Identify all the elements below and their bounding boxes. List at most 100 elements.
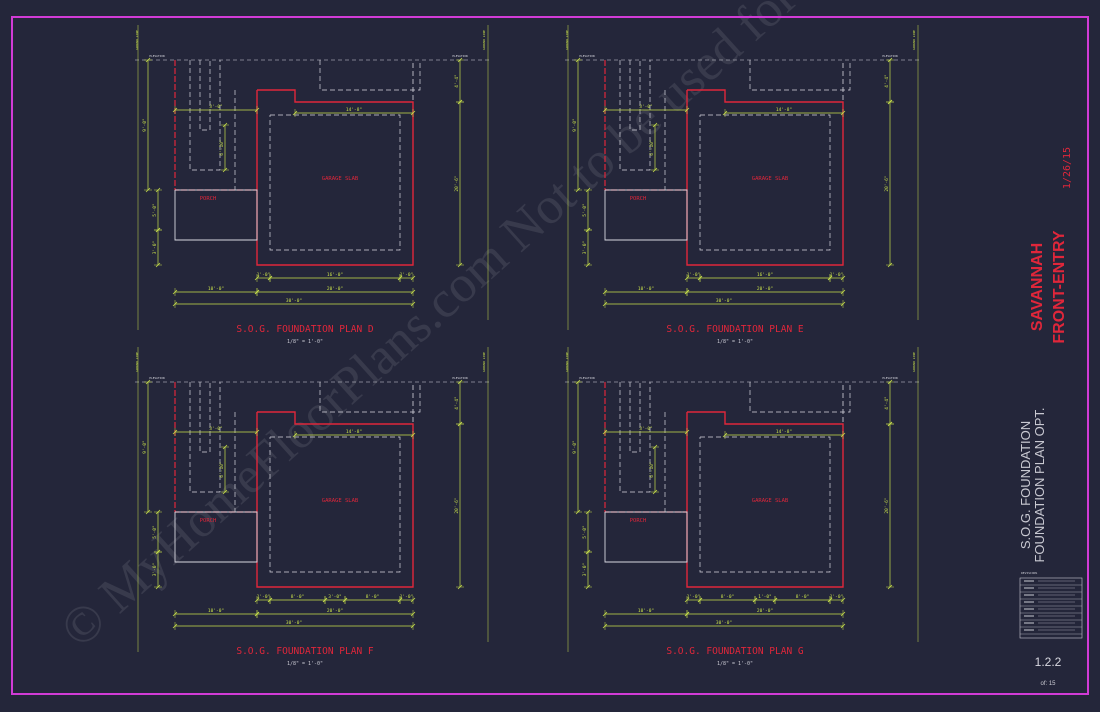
- garage-slab-outline: [256, 89, 414, 266]
- garage-slab-label: GARAGE SLAB: [752, 176, 789, 182]
- garage-slab-outline: [256, 411, 414, 588]
- revisions-rows: [1020, 580, 1082, 635]
- garage-inner-outline: [699, 436, 831, 573]
- elevation-label-right: ELEVATION: [882, 376, 897, 380]
- dim-corner-right-label: 1'-0": [400, 272, 414, 278]
- garage-slab-label: GARAGE SLAB: [322, 176, 359, 182]
- dim-porch-height-label: 5'-0": [582, 525, 588, 539]
- dim-top-width-label: 14'-8": [776, 429, 792, 435]
- dim-porch-bottom-label: 3'-0": [152, 563, 158, 577]
- dim-step-label: 6'-10": [219, 139, 225, 155]
- sheet-border: [11, 16, 1089, 695]
- porch-outline: [174, 189, 258, 241]
- dim-bottom-left-label: 10'-0": [208, 286, 224, 292]
- dim-right-height-label: 20'-6": [884, 175, 890, 191]
- dim-overall-label: 30'-0": [286, 298, 302, 304]
- dim-porch-height-label: 5'-0": [152, 525, 158, 539]
- dim-top-width-label: 14'-8": [346, 429, 362, 435]
- dim-left-side-label: 9'-0": [142, 118, 148, 132]
- top-bump-outline: [749, 382, 851, 413]
- dim-corner-right-label: 1'-0": [830, 594, 844, 600]
- wing-outline: [189, 382, 221, 493]
- dim-porch-bottom-label: 3'-0": [152, 241, 158, 255]
- dim-left-side-label: 9'-0": [572, 118, 578, 132]
- dim-overall-label: 30'-0": [286, 620, 302, 626]
- dim-overall-label: 30'-0": [716, 620, 732, 626]
- revisions-frame: [1019, 577, 1083, 639]
- dim-bottom-right-label: 20'-0": [757, 286, 773, 292]
- dim-bottom-left-label: 10'-0": [638, 286, 654, 292]
- elevation-label-left: ELEVATION: [149, 54, 164, 58]
- porch-slab-edge: [174, 60, 257, 191]
- dim-porch-height-label: 5'-0": [152, 203, 158, 217]
- dim-bottom-left-label: 10'-0": [208, 608, 224, 614]
- dim-corner-right-label: 1'-0": [400, 594, 414, 600]
- chimney-outline: [199, 382, 211, 453]
- dim-top-left-label: 3'-0": [639, 104, 653, 110]
- porch-outline: [604, 511, 688, 563]
- plan-title: S.O.G. FOUNDATION PLAN D: [236, 324, 374, 335]
- elevation-label-left: ELEVATION: [149, 376, 164, 380]
- house-outline-dashed: [174, 60, 414, 266]
- top-bump-outline: [319, 60, 421, 91]
- plan-title: S.O.G. FOUNDATION PLAN F: [236, 646, 374, 657]
- elevation-label-right: ELEVATION: [882, 54, 897, 58]
- dim-corner-left-label: 1'-0": [257, 594, 271, 600]
- dim-top-height-label: 4'-4": [454, 396, 460, 410]
- revisions-header: REVISIONS: [1021, 571, 1037, 575]
- plan-title: S.O.G. FOUNDATION PLAN G: [666, 646, 804, 657]
- dim-left-side-label: 9'-0": [142, 440, 148, 454]
- sheet-total: of: 15: [1040, 681, 1056, 687]
- dim-inner-c-label: 8'-0": [796, 594, 810, 600]
- elevation-label-right: ELEVATION: [452, 376, 467, 380]
- dim-inner-a-label: 8'-0": [721, 594, 735, 600]
- garage-slab-outline: [686, 89, 844, 266]
- garage-inner-outline: [699, 114, 831, 251]
- dim-bottom-right-label: 20'-0": [327, 286, 343, 292]
- elevation-tag-left: GROUND LINE: [135, 30, 139, 50]
- dim-top-left-label: 3'-0": [209, 104, 223, 110]
- elevation-tag-right: GROUND LINE: [482, 352, 486, 372]
- top-bump-outline: [749, 60, 851, 91]
- project-name: SAVANNAH: [1029, 243, 1046, 331]
- sheet-title-line1: S.O.G. FOUNDATION: [1018, 421, 1033, 549]
- garage-inner-outline: [269, 436, 401, 573]
- dim-top-height-label: 4'-4": [454, 74, 460, 88]
- dim-top-left-label: 3'-0": [209, 426, 223, 432]
- project-date: 1/26/15: [1062, 147, 1073, 189]
- dim-top-height-label: 4'-4": [884, 74, 890, 88]
- house-outline-dashed: [604, 382, 844, 588]
- plan-scale: 1/8" = 1'-0": [717, 661, 753, 667]
- dim-right-height-label: 20'-6": [454, 497, 460, 513]
- dim-top-width-label: 14'-8": [346, 107, 362, 113]
- dim-inner-b-label: 3'-0": [328, 594, 342, 600]
- elevation-tag-right: GROUND LINE: [912, 30, 916, 50]
- title-block: 1/26/15 SAVANNAH FRONT-ENTRY S.O.G. FOUN…: [1018, 147, 1083, 687]
- top-bump-outline: [319, 382, 421, 413]
- dim-corner-left-label: 1'-0": [687, 594, 701, 600]
- dim-overall-label: 30'-0": [716, 298, 732, 304]
- revisions-table: REVISIONS: [1019, 571, 1083, 639]
- plan-scale: 1/8" = 1'-0": [717, 339, 753, 345]
- dim-inner-b-label: 1'-0": [758, 594, 772, 600]
- dim-step-label: 6'-10": [649, 461, 655, 477]
- dim-right-height-label: 20'-6": [884, 497, 890, 513]
- dim-porch-bottom-label: 3'-0": [582, 563, 588, 577]
- porch-label: PORCH: [630, 518, 647, 524]
- wing-outline: [619, 382, 651, 493]
- dim-bottom-left-label: 10'-0": [638, 608, 654, 614]
- dim-corner-right-label: 1'-0": [830, 272, 844, 278]
- dim-top-width-label: 14'-8": [776, 107, 792, 113]
- wing-outline: [189, 60, 221, 171]
- elevation-label-left: ELEVATION: [579, 376, 594, 380]
- dim-right-height-label: 20'-6": [454, 175, 460, 191]
- plan-scale: 1/8" = 1'-0": [287, 339, 323, 345]
- dim-bottom-right-label: 20'-0": [327, 608, 343, 614]
- garage-slab-label: GARAGE SLAB: [752, 498, 789, 504]
- garage-slab-outline: [686, 411, 844, 588]
- dim-step-label: 6'-10": [649, 139, 655, 155]
- dim-left-side-label: 9'-0": [572, 440, 578, 454]
